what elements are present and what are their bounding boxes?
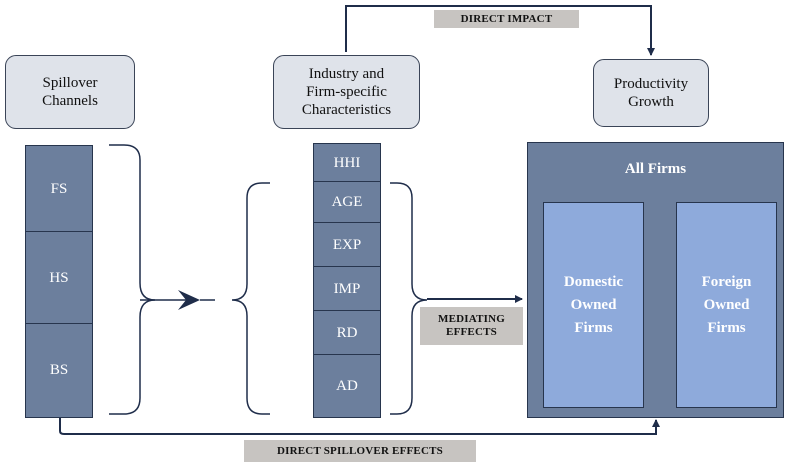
channel-label: HS bbox=[49, 269, 69, 286]
channel-fs: FS bbox=[25, 145, 93, 233]
mediating-effects-label: MEDIATING EFFECTS bbox=[420, 307, 523, 345]
direct-spillover-arrow bbox=[59, 418, 660, 435]
characteristic-ad: AD bbox=[313, 354, 381, 418]
productivity-growth-header: Productivity Growth bbox=[593, 59, 709, 127]
characteristic-label: IMP bbox=[333, 280, 361, 297]
characteristic-age: AGE bbox=[313, 181, 381, 224]
characteristic-label: AD bbox=[336, 377, 358, 394]
channel-hs: HS bbox=[25, 231, 93, 325]
direct-impact-arrow bbox=[345, 5, 655, 56]
industry-characteristics-header: Industry and Firm-specific Characteristi… bbox=[273, 55, 420, 129]
foreign-owned-firms-box: Foreign Owned Firms bbox=[676, 202, 777, 408]
domestic-owned-firms-label: Domestic Owned Firms bbox=[563, 273, 624, 336]
channel-label: BS bbox=[49, 362, 69, 378]
chevron-arrow-icon bbox=[178, 290, 200, 310]
channel-bs: BS bbox=[25, 323, 93, 418]
productivity-growth-header-label: Productivity Growth bbox=[613, 76, 689, 110]
characteristic-label: AGE bbox=[331, 194, 363, 210]
characteristic-label: EXP bbox=[332, 236, 362, 253]
domestic-owned-firms-box: Domestic Owned Firms bbox=[543, 202, 644, 408]
all-firms-title: All Firms bbox=[624, 161, 687, 177]
channel-label: FS bbox=[50, 180, 68, 197]
foreign-owned-firms-label: Foreign Owned Firms bbox=[701, 273, 752, 336]
characteristic-exp: EXP bbox=[313, 222, 381, 268]
characteristic-hhi: HHI bbox=[313, 143, 381, 183]
characteristic-imp: IMP bbox=[313, 266, 381, 312]
all-firms-panel: All Firms Domestic Owned Firms Foreign O… bbox=[527, 142, 784, 418]
spillover-channels-header-label: Spillover Channels bbox=[42, 75, 98, 109]
characteristics-left-bracket bbox=[231, 182, 270, 415]
direct-spillover-effects-label: DIRECT SPILLOVER EFFECTS bbox=[244, 440, 476, 462]
direct-impact-label: DIRECT IMPACT bbox=[434, 10, 579, 28]
characteristic-label: HHI bbox=[333, 154, 361, 171]
channels-bracket bbox=[109, 144, 156, 415]
industry-characteristics-header-label: Industry and Firm-specific Characteristi… bbox=[301, 66, 392, 118]
spillover-channels-header: Spillover Channels bbox=[5, 55, 135, 129]
characteristic-label: RD bbox=[336, 324, 358, 341]
characteristic-rd: RD bbox=[313, 310, 381, 356]
characteristics-right-bracket bbox=[390, 182, 428, 415]
